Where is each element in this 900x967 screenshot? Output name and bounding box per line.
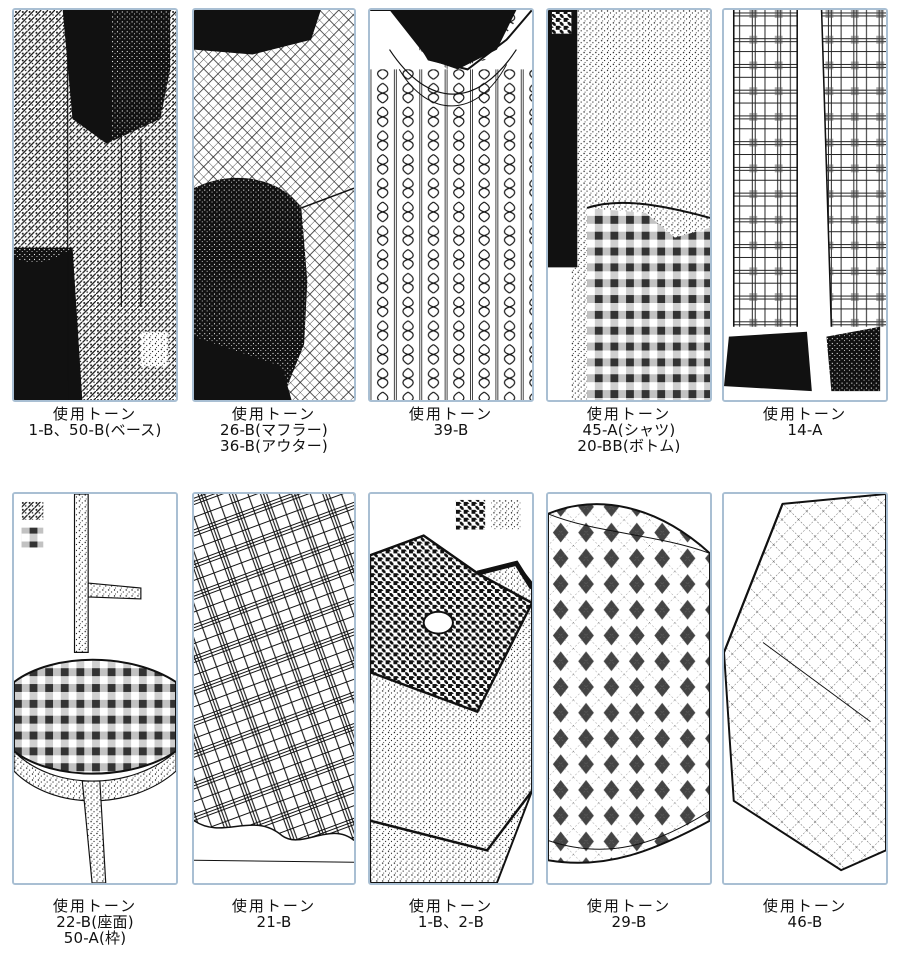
- caption-heading: 使用トーン: [408, 897, 494, 915]
- panel-chair: [12, 492, 178, 885]
- cable-knit-illustration: [370, 10, 532, 400]
- caption-p10: 使用トーン 46-B: [714, 898, 896, 930]
- shirt-bottoms-illustration: [548, 10, 710, 400]
- caption-heading: 使用トーン: [586, 405, 672, 423]
- caption-line: 20-BB(ボトム): [577, 437, 681, 455]
- panel-shirt-bottoms: [546, 8, 712, 402]
- caption-line: 22-B(座面): [56, 913, 134, 931]
- argyle-cushion-illustration: [548, 494, 710, 883]
- caption-line: 1-B、50-B(ベース): [28, 421, 162, 439]
- panel-plaid-trousers: [722, 8, 888, 402]
- caption-line: 14-A: [787, 421, 823, 439]
- panel-quilted-cushion: [722, 492, 888, 885]
- quilted-cushion-illustration: [724, 494, 886, 883]
- bag-illustration: [370, 494, 532, 883]
- caption-heading: 使用トーン: [762, 897, 848, 915]
- caption-p5: 使用トーン 14-A: [714, 406, 896, 438]
- caption-line: 29-B: [611, 913, 647, 931]
- caption-p4: 使用トーン 45-A(シャツ) 20-BB(ボトム): [538, 406, 720, 454]
- caption-line: 21-B: [256, 913, 292, 931]
- panel-cable-knit: [368, 8, 534, 402]
- caption-p8: 使用トーン 1-B、2-B: [360, 898, 542, 930]
- caption-heading: 使用トーン: [586, 897, 672, 915]
- muffler-outer-illustration: [194, 10, 354, 400]
- caption-heading: 使用トーン: [408, 405, 494, 423]
- caption-p6: 使用トーン 22-B(座面) 50-A(枠): [0, 898, 190, 946]
- caption-heading: 使用トーン: [231, 405, 317, 423]
- caption-heading: 使用トーン: [52, 405, 138, 423]
- caption-heading: 使用トーン: [762, 405, 848, 423]
- caption-p2: 使用トーン 26-B(マフラー) 36-B(アウター): [184, 406, 364, 454]
- caption-p3: 使用トーン 39-B: [360, 406, 542, 438]
- houndstooth-skirt-illustration: [14, 10, 176, 400]
- caption-line: 50-A(枠): [63, 929, 127, 947]
- plaid-trousers-illustration: [724, 10, 886, 400]
- caption-line: 45-A(シャツ): [582, 421, 676, 439]
- tartan-skirt-illustration: [194, 494, 354, 883]
- panel-argyle-cushion: [546, 492, 712, 885]
- caption-line: 26-B(マフラー): [220, 421, 328, 439]
- caption-line: 46-B: [787, 913, 823, 931]
- panel-muffler-outer: [192, 8, 356, 402]
- caption-heading: 使用トーン: [231, 897, 317, 915]
- panel-houndstooth-skirt: [12, 8, 178, 402]
- panel-bag: [368, 492, 534, 885]
- caption-line: 36-B(アウター): [220, 437, 328, 455]
- caption-line: 1-B、2-B: [417, 913, 485, 931]
- panel-tartan-skirt: [192, 492, 356, 885]
- chair-illustration: [14, 494, 176, 883]
- caption-line: 39-B: [433, 421, 469, 439]
- caption-p9: 使用トーン 29-B: [538, 898, 720, 930]
- caption-heading: 使用トーン: [52, 897, 138, 915]
- caption-p1: 使用トーン 1-B、50-B(ベース): [0, 406, 190, 438]
- caption-p7: 使用トーン 21-B: [184, 898, 364, 930]
